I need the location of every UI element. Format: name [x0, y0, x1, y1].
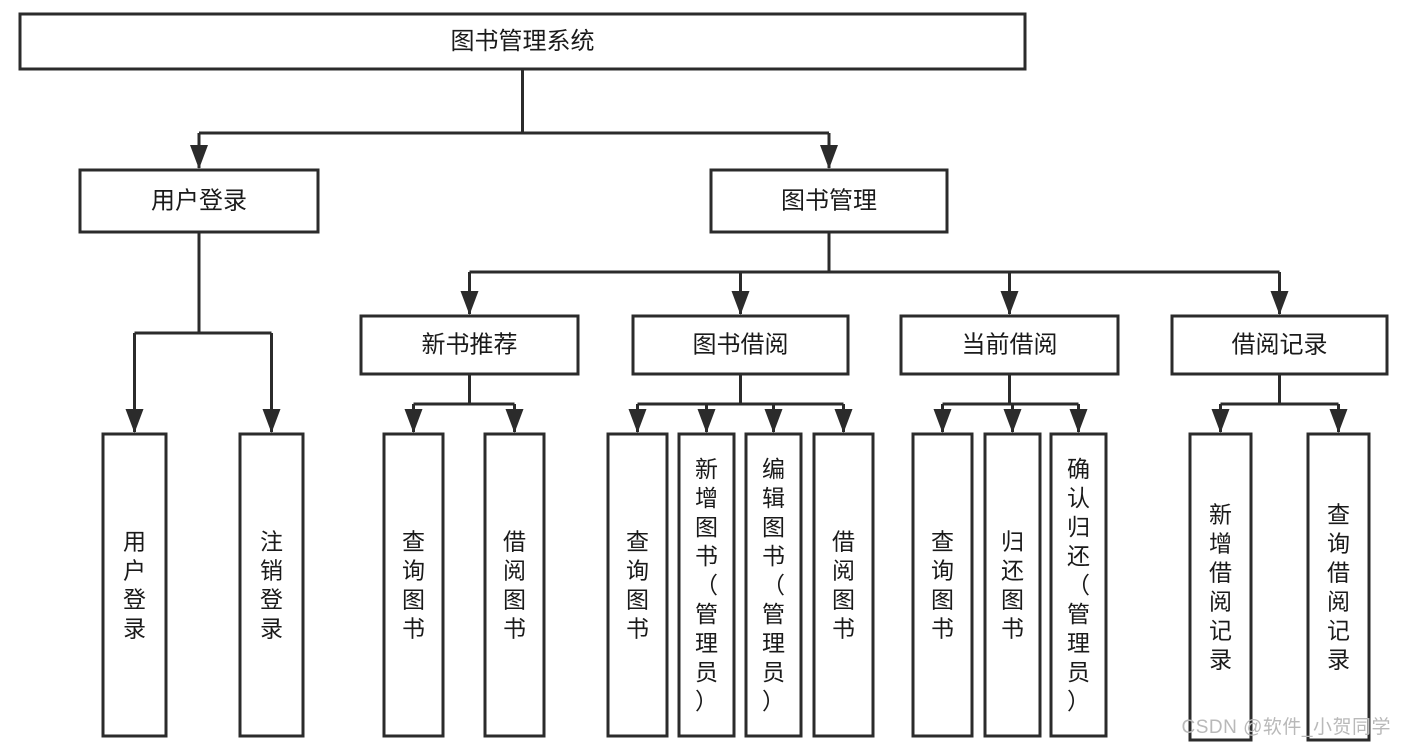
edge-group-login [125, 232, 281, 433]
edge-arrowhead [404, 409, 423, 433]
edge-group-current [933, 374, 1088, 433]
node-label: 图书借阅 [693, 331, 789, 358]
edge-arrowhead [190, 145, 208, 169]
node-leaf-cur-2[interactable]: 归还图书 [983, 432, 1042, 738]
edge-arrowhead [764, 409, 783, 433]
edge-arrowhead [125, 409, 144, 433]
node-label: 图书管理系统 [451, 28, 595, 55]
node-label: 归还图书 [1001, 529, 1024, 642]
node-box[interactable] [382, 432, 445, 738]
edge-arrowhead [820, 145, 838, 169]
edge-layer [125, 69, 1348, 433]
edge-arrowhead [731, 291, 750, 315]
node-box[interactable] [677, 432, 736, 738]
node-root[interactable]: 图书管理系统 [18, 12, 1027, 71]
edge-group-records [1211, 374, 1348, 433]
edge-group-borrow [628, 374, 853, 433]
edge-arrowhead [460, 291, 479, 315]
node-box[interactable] [238, 432, 305, 738]
edge-arrowhead [628, 409, 647, 433]
node-leaf-cur-3[interactable]: 确认归还（管理员） [1049, 432, 1108, 738]
edge-arrowhead [1000, 291, 1019, 315]
node-label: 借阅记录 [1232, 331, 1328, 358]
node-label: 查询图书 [931, 529, 954, 642]
node-leaf-cur-1[interactable]: 查询图书 [911, 432, 974, 738]
node-box[interactable] [911, 432, 974, 738]
node-label: 图书管理 [781, 187, 877, 214]
edge-arrowhead [505, 409, 524, 433]
edge-group-newbook [404, 374, 524, 433]
node-leaf-new-2[interactable]: 借阅图书 [483, 432, 546, 738]
node-leaf-login-2[interactable]: 注销登录 [238, 432, 305, 738]
node-box[interactable] [483, 432, 546, 738]
edge-group-bookmgmt [460, 232, 1289, 315]
node-label: 当前借阅 [962, 331, 1058, 358]
node-label: 查询图书 [626, 529, 649, 642]
node-box[interactable] [1049, 432, 1108, 738]
node-label: 注销登录 [260, 529, 283, 642]
node-label: 查询图书 [402, 529, 425, 642]
node-box[interactable] [78, 168, 320, 234]
node-label: 新增图书（管理员） [695, 456, 718, 714]
node-box[interactable] [709, 168, 949, 234]
watermark-text: CSDN @软件_小贺同学 [1181, 717, 1391, 738]
node-box[interactable] [899, 314, 1120, 376]
node-box[interactable] [606, 432, 669, 738]
edge-arrowhead [834, 409, 853, 433]
node-box[interactable] [1188, 432, 1253, 742]
node-box[interactable] [983, 432, 1042, 738]
node-borrow[interactable]: 图书借阅 [631, 314, 850, 376]
node-label: 用户登录 [123, 529, 146, 642]
node-newbook[interactable]: 新书推荐 [359, 314, 580, 376]
edge-arrowhead [1003, 409, 1022, 433]
node-leaf-bor-2[interactable]: 新增图书（管理员） [677, 432, 736, 738]
node-label: 确认归还（管理员） [1067, 456, 1090, 714]
node-leaf-bor-4[interactable]: 借阅图书 [812, 432, 875, 738]
edge-arrowhead [697, 409, 716, 433]
node-leaf-bor-1[interactable]: 查询图书 [606, 432, 669, 738]
node-box[interactable] [812, 432, 875, 738]
node-layer: 图书管理系统用户登录图书管理新书推荐图书借阅当前借阅借阅记录用户登录注销登录查询… [18, 12, 1389, 742]
edge-arrowhead [1329, 409, 1348, 433]
node-records[interactable]: 借阅记录 [1170, 314, 1389, 376]
node-leaf-bor-3[interactable]: 编辑图书（管理员） [744, 432, 803, 738]
edge-arrowhead [1211, 409, 1230, 433]
node-box[interactable] [101, 432, 168, 738]
edge-arrowhead [262, 409, 281, 433]
node-box[interactable] [744, 432, 803, 738]
node-label: 借阅图书 [503, 529, 526, 642]
node-box[interactable] [1170, 314, 1389, 376]
node-box[interactable] [1306, 432, 1371, 742]
node-label: 编辑图书（管理员） [762, 456, 785, 714]
node-label: 查询借阅记录 [1327, 502, 1350, 673]
edge-arrowhead [1069, 409, 1088, 433]
node-label: 借阅图书 [832, 529, 855, 642]
edge-group-root [190, 69, 838, 169]
node-box[interactable] [631, 314, 850, 376]
node-leaf-new-1[interactable]: 查询图书 [382, 432, 445, 738]
node-bookmgmt[interactable]: 图书管理 [709, 168, 949, 234]
node-label: 新增借阅记录 [1209, 502, 1232, 673]
edge-arrowhead [933, 409, 952, 433]
edge-arrowhead [1270, 291, 1289, 315]
node-box[interactable] [18, 12, 1027, 71]
node-leaf-rec-2[interactable]: 查询借阅记录 [1306, 432, 1371, 742]
node-box[interactable] [359, 314, 580, 376]
node-leaf-rec-1[interactable]: 新增借阅记录 [1188, 432, 1253, 742]
node-label: 用户登录 [151, 187, 247, 214]
node-leaf-login-1[interactable]: 用户登录 [101, 432, 168, 738]
node-login[interactable]: 用户登录 [78, 168, 320, 234]
node-current[interactable]: 当前借阅 [899, 314, 1120, 376]
node-label: 新书推荐 [422, 331, 518, 358]
